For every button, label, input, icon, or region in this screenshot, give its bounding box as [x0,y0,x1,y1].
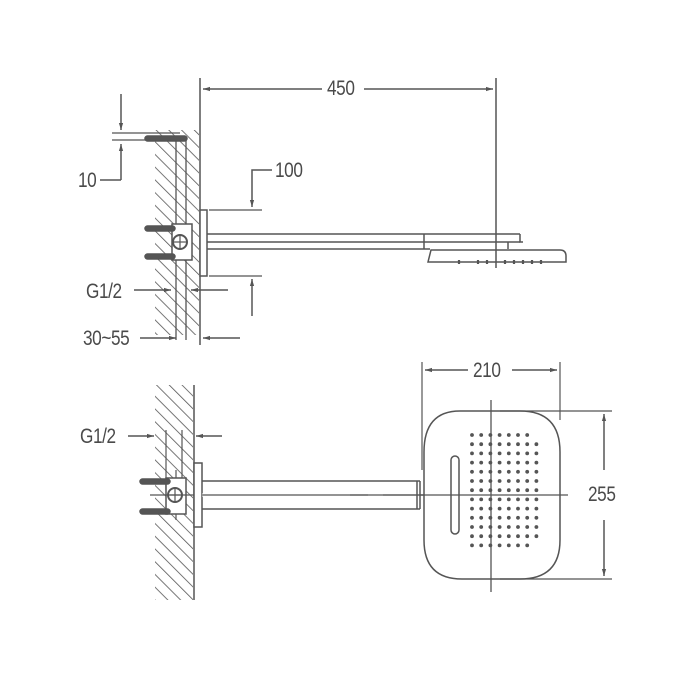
dim-label-30-55: 30~55 [83,327,130,350]
dim-label-g12-front: G1/2 [80,425,116,448]
shower-head-side [427,249,567,263]
wall-flange [199,209,208,277]
dim-label-255: 255 [588,483,616,506]
dim-arrow-100-top [249,169,272,207]
anchor-screw [144,225,176,232]
nozzle-grid [470,433,539,548]
dim-label-g12-side: G1/2 [86,280,122,303]
wall-flange [193,462,203,528]
dim-label-10: 10 [78,169,97,192]
nozzles [457,260,543,264]
anchor-screw [139,478,171,485]
anchor-screw [144,253,176,260]
anchor-screw [139,508,171,515]
dim-label-450: 450 [327,77,355,100]
dim-label-100: 100 [275,159,303,182]
front-view [128,362,612,600]
anchor-screw-top [144,135,188,142]
dim-label-210: 210 [473,359,501,382]
side-view [100,78,567,345]
